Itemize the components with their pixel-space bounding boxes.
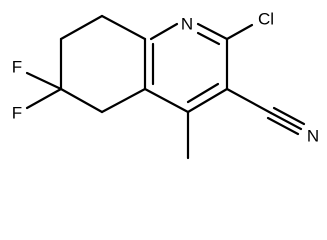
bond-c5-c4a [100, 87, 147, 114]
bond-n1-c2 [196, 22, 229, 41]
nitrile-bond-lower [266, 116, 300, 136]
bond-c3-cn [225, 87, 273, 115]
bond-c8-c7 [59, 14, 104, 41]
bond-c6-c5 [59, 87, 104, 114]
bond-c4-c4a [143, 87, 190, 114]
bond-c6-f-lower [25, 87, 63, 110]
atom-label-chlorine: Cl [258, 10, 274, 29]
bond-c8a-c8 [100, 14, 147, 41]
chemical-structure-diagram: N Cl F F N [12, 10, 319, 160]
bond-c3-c4 [186, 87, 229, 114]
nitrile-bond-center [269, 111, 303, 131]
atom-label-nitrile-nitrogen: N [307, 127, 319, 146]
bond-c6-f-upper [25, 71, 63, 91]
bond-c2-cl [225, 23, 254, 41]
bond-n1-c2-inner [196, 31, 221, 46]
atom-label-fluorine-upper: F [12, 58, 22, 77]
atom-label-fluorine-lower: F [12, 104, 22, 123]
bond-c3-c4-inner [186, 82, 220, 104]
nitrile-bond-upper [272, 106, 306, 126]
atom-label-ring-nitrogen: N [181, 15, 193, 34]
bond-c8a-n1 [149, 22, 179, 41]
